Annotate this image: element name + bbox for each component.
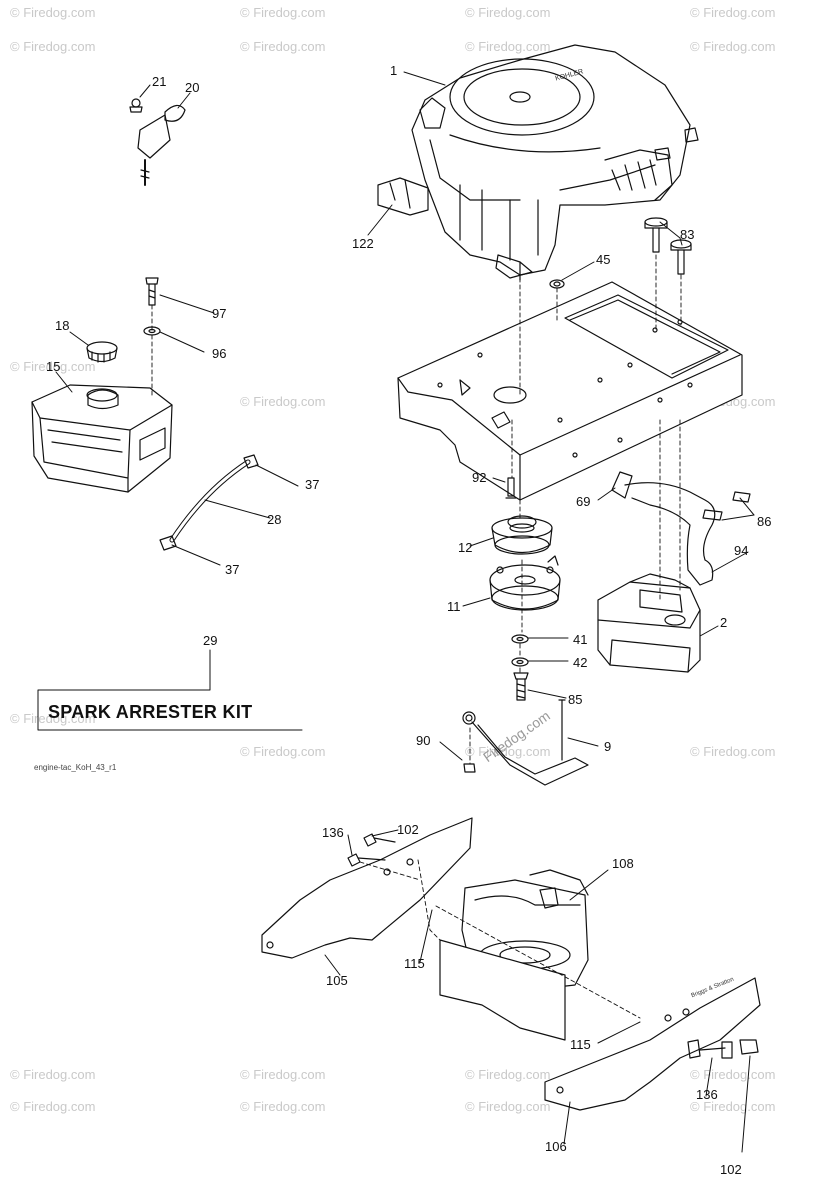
watermark: © Firedog.com bbox=[240, 5, 326, 20]
callout-83: 83 bbox=[680, 227, 695, 242]
watermark: © Firedog.com bbox=[690, 5, 776, 20]
callout-42: 42 bbox=[573, 655, 588, 670]
nut-45 bbox=[549, 279, 565, 289]
callout-37-lower: 37 bbox=[225, 562, 240, 577]
plate-lower bbox=[439, 939, 566, 1041]
watermark: © Firedog.com bbox=[10, 359, 96, 374]
watermark: © Firedog.com bbox=[465, 1067, 551, 1082]
callout-69: 69 bbox=[576, 494, 591, 509]
callout-2: 2 bbox=[720, 615, 728, 630]
watermark: © Firedog.com bbox=[10, 1067, 96, 1082]
watermark: © Firedog.com bbox=[690, 39, 776, 54]
fuel-tank-15 bbox=[31, 384, 173, 493]
callout-9: 9 bbox=[604, 739, 612, 754]
watermark: © Firedog.com bbox=[240, 39, 326, 54]
clutch-11 bbox=[489, 555, 561, 611]
pulley-12 bbox=[491, 515, 553, 555]
watermark: © Firedog.com bbox=[10, 5, 96, 20]
callout-115-lower: 115 bbox=[570, 1037, 591, 1052]
watermark: © Firedog.com bbox=[240, 744, 326, 759]
dipstick-assembly bbox=[129, 98, 186, 186]
watermark: © Firedog.com bbox=[465, 1099, 551, 1114]
callout-37-upper: 37 bbox=[305, 477, 320, 492]
callout-115-upper: 115 bbox=[404, 956, 425, 971]
watermark: © Firedog.com bbox=[465, 5, 551, 20]
callout-136-upper: 136 bbox=[322, 825, 344, 840]
callout-92: 92 bbox=[472, 470, 487, 485]
watermark: © Firedog.com bbox=[10, 39, 96, 54]
callout-18: 18 bbox=[55, 318, 70, 333]
cap-18 bbox=[86, 341, 118, 363]
watermark: © Firedog.com bbox=[240, 1067, 326, 1082]
bolt-85 bbox=[513, 672, 529, 701]
diagram-caption: engine-tac_KoH_43_r1 bbox=[34, 763, 117, 772]
callout-12: 12 bbox=[458, 540, 473, 555]
washer-42 bbox=[511, 657, 529, 667]
leader-lines bbox=[37, 71, 755, 1153]
watermark: © Firedog.com bbox=[690, 1099, 776, 1114]
part-122 bbox=[377, 177, 429, 216]
exhaust-pipe bbox=[611, 471, 751, 586]
watermark: © Firedog.com bbox=[690, 744, 776, 759]
watermark: © Firedog.com bbox=[240, 1099, 326, 1114]
watermark: © Firedog.com bbox=[240, 394, 326, 409]
watermark: © Firedog.com bbox=[465, 39, 551, 54]
callout-136-lower: 136 bbox=[696, 1087, 718, 1102]
bolt-102-lower bbox=[739, 1039, 759, 1055]
callout-102-upper: 102 bbox=[397, 822, 419, 837]
callout-28: 28 bbox=[267, 512, 282, 527]
callout-85: 85 bbox=[568, 692, 583, 707]
engine-part bbox=[411, 44, 699, 281]
bolt-102-upper bbox=[363, 833, 396, 847]
callout-90: 90 bbox=[416, 733, 431, 748]
spark-arrester-kit-label: SPARK ARRESTER KIT bbox=[48, 702, 253, 722]
shield-105 bbox=[261, 817, 473, 959]
bolt-97 bbox=[145, 277, 159, 306]
callout-15: 15 bbox=[46, 359, 61, 374]
watermark: © Firedog.com bbox=[465, 744, 551, 759]
callout-94: 94 bbox=[734, 543, 749, 558]
shield-106 bbox=[544, 977, 761, 1111]
watermark: © Firedog.com bbox=[10, 1099, 96, 1114]
callout-106: 106 bbox=[545, 1139, 567, 1154]
callout-29: 29 bbox=[203, 633, 218, 648]
nut-90 bbox=[463, 763, 476, 773]
callout-1: 1 bbox=[390, 63, 398, 78]
watermark: © Firedog.com bbox=[690, 1067, 776, 1082]
callout-21: 21 bbox=[152, 74, 167, 89]
callout-86: 86 bbox=[757, 514, 772, 529]
fuel-line-28 bbox=[159, 454, 259, 551]
washer-41 bbox=[511, 634, 529, 644]
bolt-136-lower bbox=[687, 1039, 733, 1059]
callout-20: 20 bbox=[185, 80, 200, 95]
callout-11: 11 bbox=[447, 599, 461, 614]
frame-plate bbox=[397, 281, 743, 501]
callout-45: 45 bbox=[596, 252, 611, 267]
callout-122: 122 bbox=[352, 236, 374, 251]
bracket-9 bbox=[462, 699, 589, 786]
callout-105: 105 bbox=[326, 973, 348, 988]
callout-96: 96 bbox=[212, 346, 227, 361]
callout-108: 108 bbox=[612, 856, 634, 871]
muffler-2 bbox=[597, 573, 701, 673]
callout-97: 97 bbox=[212, 306, 227, 321]
callout-102-lower: 102 bbox=[720, 1162, 742, 1177]
watermark: © Firedog.com bbox=[10, 711, 96, 726]
callout-41: 41 bbox=[573, 632, 588, 647]
assembly-lines bbox=[151, 254, 682, 1019]
